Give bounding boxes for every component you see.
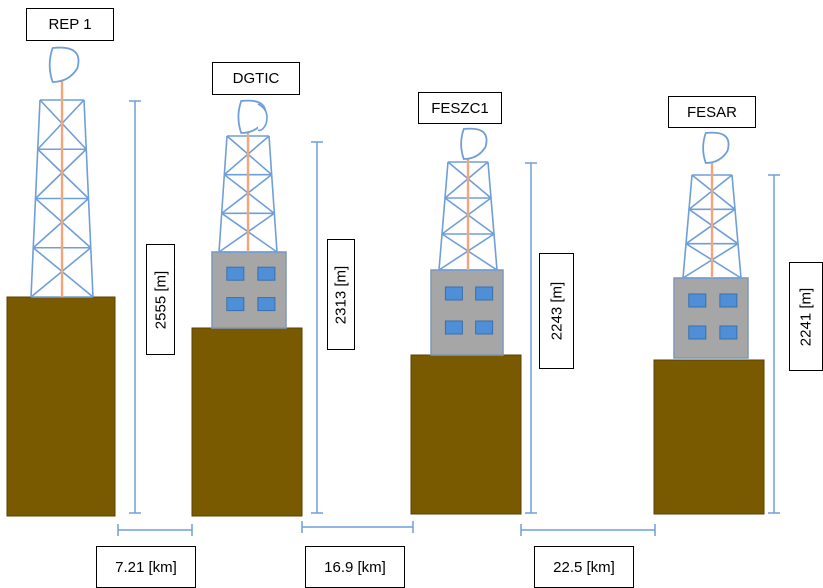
height-text-fesar: 2241 [m] [797,287,815,346]
tower-brace [441,233,498,271]
building-window [719,325,738,340]
height-text-feszc1: 2243 [m] [548,281,565,341]
tower-brace [685,208,736,245]
building-body [430,269,504,356]
station-name-feszc1: FESZC1 [418,92,502,124]
tower-brace [688,174,733,210]
antenna-dish-feszc1 [460,127,488,160]
height-dimension-fesar [768,174,780,514]
scene [6,46,780,536]
tower-brace [221,212,278,253]
ground-block-dgtic [191,327,303,517]
tower-dgtic [218,106,278,253]
tower-leg-right [731,174,742,279]
tower-brace [447,161,492,199]
building-window [688,325,707,340]
building-window [444,286,463,301]
building-window [226,297,245,312]
height-text-dgtic: 2313 [m] [332,265,350,324]
station-name-fesar: FESAR [668,96,756,128]
tower-leg-left [218,135,228,253]
height-label-fesar: 2241 [m] [789,262,823,371]
height-label-rep1: 2555 [m] [146,244,175,355]
tower-brace [441,197,492,235]
distance-label-3: 22.5 [km] [534,546,634,588]
station-name-rep1: REP 1 [26,8,114,41]
building-dgtic [211,251,287,329]
tower-brace [218,212,275,253]
height-dimension-dgtic [311,141,323,514]
building-window [257,297,276,312]
building-body [211,251,287,329]
tower-rep1 [30,70,94,298]
ground-block-fesar [653,359,765,515]
tower-leg-right [487,161,498,271]
distance-label-1: 7.21 [km] [96,546,196,588]
ground-block-rep1 [6,296,116,517]
distance-dimension-1 [117,524,193,536]
building-feszc1 [430,269,504,356]
ground-block-feszc1 [410,354,522,515]
tower-brace [682,242,739,279]
tower-leg-right [268,135,278,253]
tower-leg-left [682,174,693,279]
height-text-rep1: 2555 [m] [152,270,169,329]
tower-brace [688,208,739,245]
tower-brace [223,135,270,176]
building-window [475,320,494,335]
height-dimension-rep1 [129,100,141,514]
tower-brace [444,161,489,199]
building-window [475,286,494,301]
antenna-dish-secondary [257,103,268,132]
building-fesar [673,277,749,359]
tower-feszc1 [438,132,498,271]
building-window [719,293,738,308]
tower-leg-left [438,161,449,271]
height-label-feszc1: 2243 [m] [539,253,574,369]
distance-dimension-2 [301,521,414,533]
building-window [688,293,707,308]
tower-brace [685,242,742,279]
antenna-dish-fesar [702,131,730,164]
distance-dimension-3 [520,524,656,536]
height-dimension-feszc1 [525,162,537,514]
tower-brace [438,233,495,271]
antenna-dish-rep1 [48,46,80,83]
building-window [257,266,276,281]
tower-brace [226,135,273,176]
distance-label-2: 16.9 [km] [305,546,405,588]
tower-fesar [682,145,742,279]
tower-brace [223,174,275,214]
building-body [673,277,749,359]
tower-brace [691,174,736,210]
height-label-dgtic: 2313 [m] [327,239,355,350]
tower-brace [221,174,273,214]
building-window [444,320,463,335]
building-window [226,266,245,281]
station-name-dgtic: DGTIC [212,62,300,95]
tower-brace [444,197,495,235]
